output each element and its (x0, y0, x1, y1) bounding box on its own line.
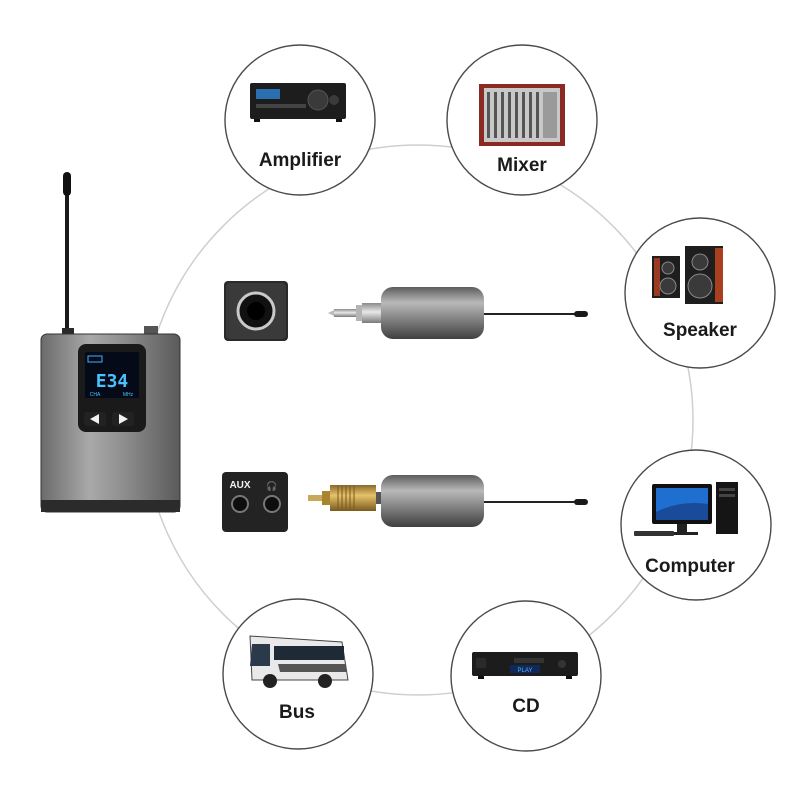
cd-label: CD (512, 696, 540, 717)
speaker-icon (652, 246, 723, 304)
node-computer[interactable] (620, 449, 772, 601)
lcd-unit-label: MHz (123, 392, 134, 398)
cd-display-text: PLAY (518, 668, 533, 674)
bus-icon (249, 635, 349, 688)
node-mixer[interactable] (446, 44, 598, 196)
receiver-bodypack: E34 CHA MHz (40, 172, 181, 513)
node-cd[interactable]: PLAY (450, 600, 602, 752)
left-arrow-icon (90, 414, 99, 424)
headphone-socket-icon (263, 495, 281, 513)
aux-socket-icon (231, 495, 249, 513)
amplifier-label: Amplifier (258, 150, 342, 171)
mixer-label: Mixer (497, 155, 547, 176)
connection-ring (142, 144, 694, 696)
node-speaker[interactable] (624, 217, 776, 369)
headphone-icon: 🎧 (266, 480, 277, 492)
right-arrow-icon (119, 414, 128, 424)
lcd-channel-number: E34 (96, 371, 129, 392)
amplifier-icon (250, 83, 346, 122)
lcd-channel-label: CHA (90, 392, 101, 398)
jack-port-tile (224, 281, 288, 341)
transmitter-plug-35 (308, 475, 588, 527)
bus-label: Bus (279, 702, 315, 723)
mixer-icon (479, 84, 565, 146)
aux-label: AUX (229, 480, 250, 491)
cd-player-icon: PLAY (472, 652, 578, 679)
computer-icon (634, 482, 738, 536)
transmitter-plug-635 (328, 287, 588, 339)
node-amplifier[interactable] (224, 44, 376, 196)
speaker-label: Speaker (663, 320, 737, 341)
node-bus[interactable] (222, 598, 374, 750)
computer-label: Computer (645, 556, 735, 577)
aux-port-tile: AUX 🎧 (222, 472, 288, 532)
receiver-lcd (85, 352, 139, 398)
